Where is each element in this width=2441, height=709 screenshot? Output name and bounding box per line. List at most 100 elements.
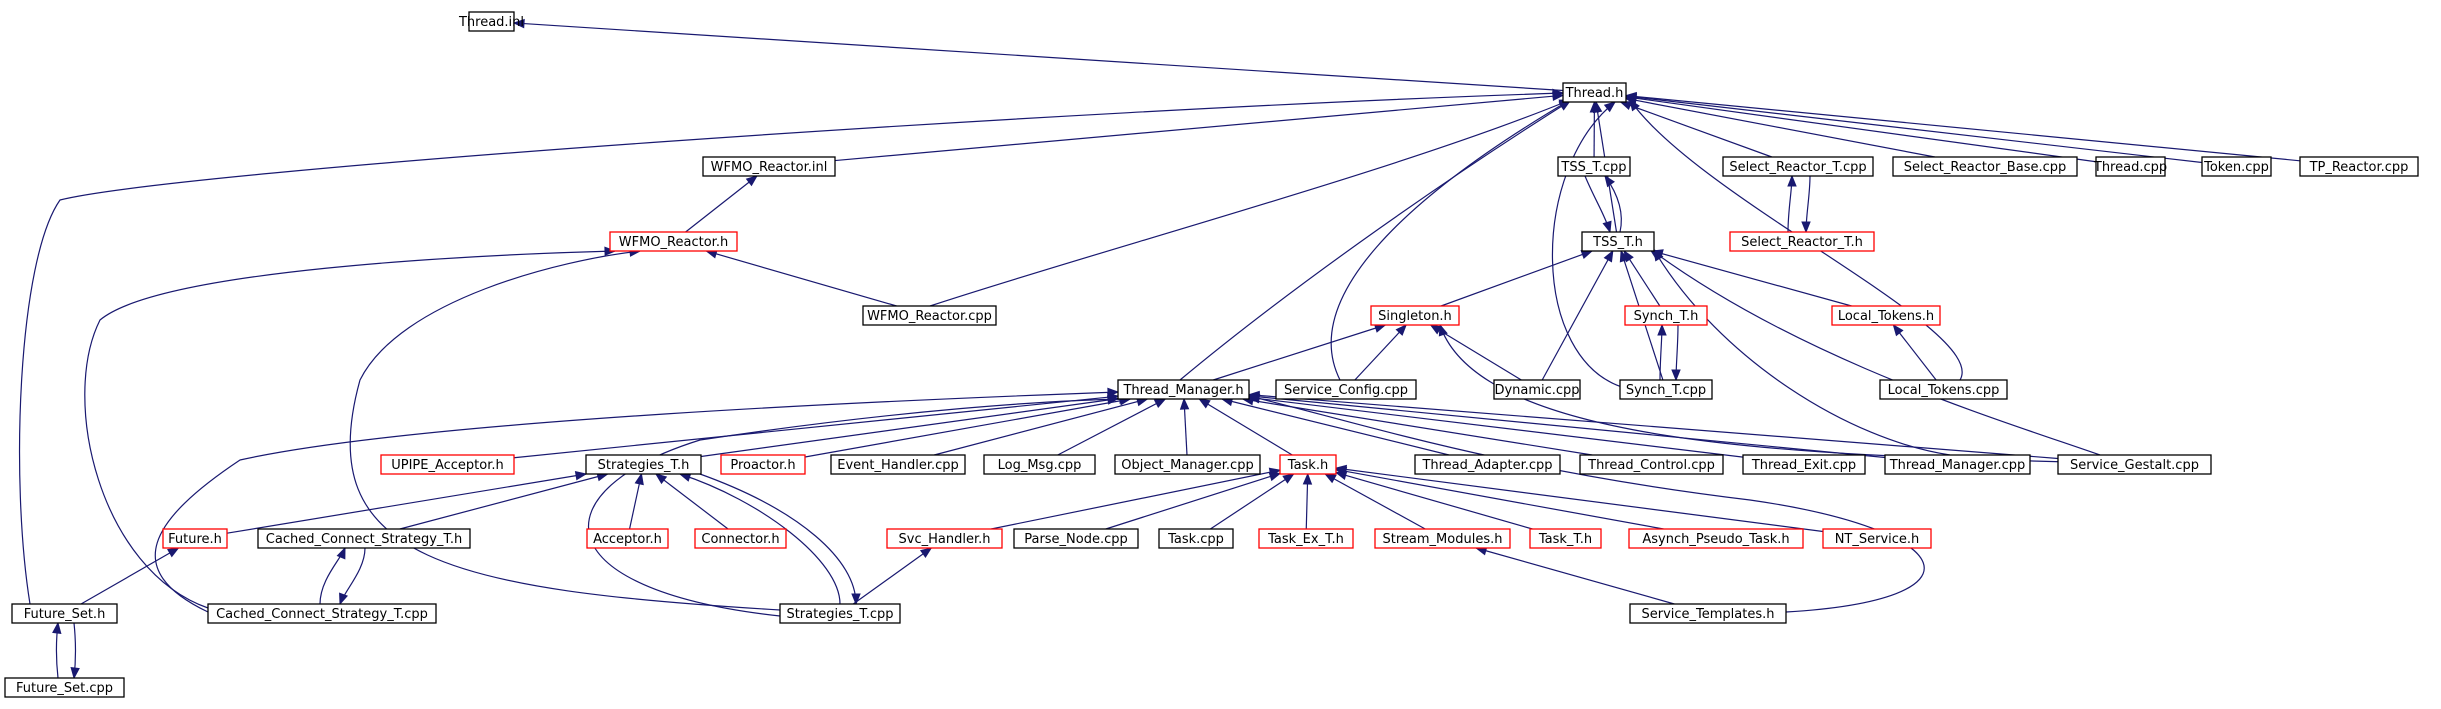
- node-tss-t-h[interactable]: TSS_T.h: [1581, 231, 1655, 252]
- node-tss-t-cpp[interactable]: TSS_T.cpp: [1557, 156, 1631, 177]
- node-box[interactable]: [2057, 454, 2212, 475]
- node-service-gestalt-cpp[interactable]: Service_Gestalt.cpp: [2057, 454, 2212, 475]
- node-box[interactable]: [1414, 454, 1561, 475]
- node-connector-h[interactable]: Connector.h: [694, 528, 787, 549]
- node-box[interactable]: [1013, 528, 1139, 549]
- node-service-config-cpp[interactable]: Service_Config.cpp: [1275, 379, 1417, 400]
- node-parse-node-cpp[interactable]: Parse_Node.cpp: [1013, 528, 1139, 549]
- node-box[interactable]: [1275, 379, 1417, 400]
- node-box[interactable]: [830, 454, 966, 475]
- node-box[interactable]: [609, 231, 738, 252]
- node-select-reactor-base-cpp[interactable]: Select_Reactor_Base.cpp: [1892, 156, 2078, 177]
- node-box[interactable]: [1529, 528, 1602, 549]
- node-box[interactable]: [983, 454, 1096, 475]
- node-box[interactable]: [1884, 454, 2031, 475]
- node-thread-manager-cpp[interactable]: Thread_Manager.cpp: [1884, 454, 2031, 475]
- node-upipe-acceptor-h[interactable]: UPIPE_Acceptor.h: [380, 454, 515, 475]
- node-thread-cpp[interactable]: Thread.cpp: [2093, 156, 2167, 177]
- node-box[interactable]: [257, 528, 471, 549]
- node-box[interactable]: [702, 156, 836, 177]
- node-box[interactable]: [2095, 156, 2166, 177]
- node-box[interactable]: [1822, 528, 1932, 549]
- node-svc-handler-h[interactable]: Svc_Handler.h: [886, 528, 1003, 549]
- node-box[interactable]: [1370, 305, 1460, 326]
- node-task-ex-t-h[interactable]: Task_Ex_T.h: [1258, 528, 1354, 549]
- node-box[interactable]: [4, 677, 125, 698]
- node-thread-adapter-cpp[interactable]: Thread_Adapter.cpp: [1414, 454, 1561, 475]
- node-select-reactor-t-h[interactable]: Select_Reactor_T.h: [1729, 231, 1875, 252]
- node-box[interactable]: [207, 603, 437, 624]
- node-box[interactable]: [2299, 156, 2419, 177]
- node-box[interactable]: [1114, 454, 1261, 475]
- node-box[interactable]: [1629, 603, 1787, 624]
- node-box[interactable]: [862, 305, 997, 326]
- node-proactor-h[interactable]: Proactor.h: [720, 454, 806, 475]
- node-box[interactable]: [886, 528, 1003, 549]
- node-box[interactable]: [1619, 379, 1713, 400]
- node-thread-control-cpp[interactable]: Thread_Control.cpp: [1579, 454, 1724, 475]
- node-thread-manager-h[interactable]: Thread_Manager.h: [1117, 379, 1250, 400]
- node-box[interactable]: [1742, 454, 1866, 475]
- node-log-msg-cpp[interactable]: Log_Msg.cpp: [983, 454, 1096, 475]
- node-wfmo-reactor-h[interactable]: WFMO_Reactor.h: [609, 231, 738, 252]
- node-box[interactable]: [1279, 454, 1337, 475]
- node-box[interactable]: [162, 528, 228, 549]
- node-cached-connect-strategy-t-h[interactable]: Cached_Connect_Strategy_T.h: [257, 528, 471, 549]
- node-box[interactable]: [1581, 231, 1655, 252]
- node-service-templates-h[interactable]: Service_Templates.h: [1629, 603, 1787, 624]
- node-box[interactable]: [1374, 528, 1511, 549]
- node-synch-t-h[interactable]: Synch_T.h: [1624, 305, 1708, 326]
- node-task-t-h[interactable]: Task_T.h: [1529, 528, 1602, 549]
- node-future-h[interactable]: Future.h: [162, 528, 228, 549]
- node-box[interactable]: [1579, 454, 1724, 475]
- node-box[interactable]: [1493, 379, 1581, 400]
- node-future-set-h[interactable]: Future_Set.h: [11, 603, 118, 624]
- node-thread-inl[interactable]: Thread.inl: [458, 11, 524, 32]
- node-nt-service-h[interactable]: NT_Service.h: [1822, 528, 1932, 549]
- node-box[interactable]: [380, 454, 515, 475]
- node-stream-modules-h[interactable]: Stream_Modules.h: [1374, 528, 1511, 549]
- node-box[interactable]: [1729, 231, 1875, 252]
- node-synch-t-cpp[interactable]: Synch_T.cpp: [1619, 379, 1713, 400]
- node-local-tokens-h[interactable]: Local_Tokens.h: [1831, 305, 1941, 326]
- node-box[interactable]: [720, 454, 806, 475]
- node-token-cpp[interactable]: Token.cpp: [2201, 156, 2272, 177]
- node-event-handler-cpp[interactable]: Event_Handler.cpp: [830, 454, 966, 475]
- node-task-h[interactable]: Task.h: [1279, 454, 1337, 475]
- node-box[interactable]: [1158, 528, 1234, 549]
- node-singleton-h[interactable]: Singleton.h: [1370, 305, 1460, 326]
- node-strategies-t-cpp[interactable]: Strategies_T.cpp: [779, 603, 901, 624]
- node-strategies-t-h[interactable]: Strategies_T.h: [585, 454, 702, 475]
- node-thread-h[interactable]: Thread.h: [1562, 82, 1627, 103]
- node-box[interactable]: [1879, 379, 2008, 400]
- node-box[interactable]: [1831, 305, 1941, 326]
- node-box[interactable]: [1892, 156, 2078, 177]
- node-task-cpp[interactable]: Task.cpp: [1158, 528, 1234, 549]
- node-box[interactable]: [585, 454, 702, 475]
- node-box[interactable]: [1258, 528, 1354, 549]
- node-box[interactable]: [468, 11, 515, 32]
- node-wfmo-reactor-cpp[interactable]: WFMO_Reactor.cpp: [862, 305, 997, 326]
- node-box[interactable]: [1628, 528, 1804, 549]
- node-box[interactable]: [779, 603, 901, 624]
- node-select-reactor-t-cpp[interactable]: Select_Reactor_T.cpp: [1722, 156, 1874, 177]
- node-box[interactable]: [2201, 156, 2272, 177]
- node-box[interactable]: [586, 528, 669, 549]
- node-box[interactable]: [694, 528, 787, 549]
- node-box[interactable]: [1557, 156, 1631, 177]
- node-thread-exit-cpp[interactable]: Thread_Exit.cpp: [1742, 454, 1866, 475]
- node-object-manager-cpp[interactable]: Object_Manager.cpp: [1114, 454, 1261, 475]
- node-box[interactable]: [1624, 305, 1708, 326]
- node-box[interactable]: [1722, 156, 1874, 177]
- node-local-tokens-cpp[interactable]: Local_Tokens.cpp: [1879, 379, 2008, 400]
- node-box[interactable]: [11, 603, 118, 624]
- node-tp-reactor-cpp[interactable]: TP_Reactor.cpp: [2299, 156, 2419, 177]
- node-wfmo-reactor-inl[interactable]: WFMO_Reactor.inl: [702, 156, 836, 177]
- node-acceptor-h[interactable]: Acceptor.h: [586, 528, 669, 549]
- node-box[interactable]: [1117, 379, 1250, 400]
- node-future-set-cpp[interactable]: Future_Set.cpp: [4, 677, 125, 698]
- node-dynamic-cpp[interactable]: Dynamic.cpp: [1493, 379, 1581, 400]
- node-cached-connect-strategy-t-cpp[interactable]: Cached_Connect_Strategy_T.cpp: [207, 603, 437, 624]
- node-box[interactable]: [1562, 82, 1627, 103]
- node-asynch-pseudo-task-h[interactable]: Asynch_Pseudo_Task.h: [1628, 528, 1804, 549]
